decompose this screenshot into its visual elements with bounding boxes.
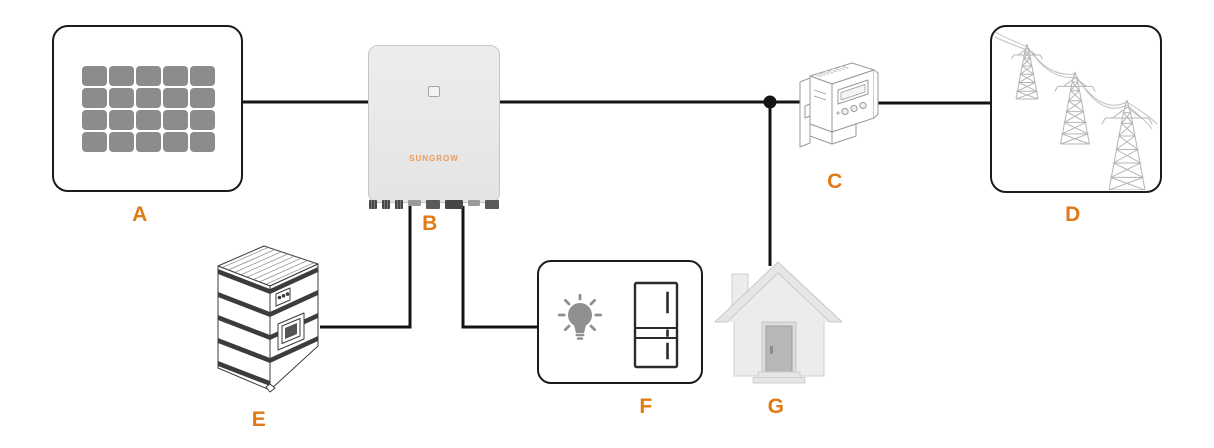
solar-cell: [163, 132, 188, 152]
solar-cell: [136, 88, 161, 108]
utility-grid-icon: [994, 31, 1158, 190]
connector-icon: [369, 200, 378, 209]
light-bulb-icon: [557, 294, 603, 340]
inverter-connectors: [369, 200, 500, 209]
label-loads: F: [639, 395, 653, 418]
solar-cell: [190, 110, 215, 130]
house-icon: [714, 261, 843, 384]
solar-cell: [136, 132, 161, 152]
solar-cell: [82, 110, 107, 130]
inverter-display-icon: [428, 86, 440, 97]
loads-box: [537, 260, 703, 384]
connector-icon: [467, 200, 481, 206]
solar-cell: [109, 110, 134, 130]
connector-icon: [444, 200, 463, 209]
solar-cell: [190, 66, 215, 86]
utility-grid-box: [990, 25, 1162, 193]
wire-inverter-battery: [320, 206, 412, 329]
wire-inverter-loads: [461, 206, 538, 329]
pv-array-box: [52, 25, 243, 192]
battery-icon: [217, 245, 319, 393]
solar-cell: [163, 110, 188, 130]
solar-cell: [136, 66, 161, 86]
label-grid: D: [1065, 203, 1081, 226]
energy-meter-icon: [799, 62, 879, 148]
connector-icon: [408, 200, 422, 206]
connector-icon: [426, 200, 440, 209]
refrigerator-icon: [633, 281, 679, 369]
solar-cell: [136, 110, 161, 130]
connector-icon: [382, 200, 391, 209]
label-battery: E: [251, 408, 267, 431]
label-inverter: B: [422, 212, 438, 235]
connector-icon: [395, 200, 404, 209]
solar-cell: [163, 66, 188, 86]
inverter-logo: SUNGROW: [409, 154, 459, 163]
solar-cell: [190, 88, 215, 108]
inverter: SUNGROW: [368, 45, 500, 209]
solar-cell: [109, 132, 134, 152]
solar-cell: [82, 132, 107, 152]
solar-panel-grid: [82, 66, 215, 152]
solar-cell: [82, 88, 107, 108]
solar-cell: [190, 132, 215, 152]
solar-cell: [109, 66, 134, 86]
solar-cell: [163, 88, 188, 108]
junction-dot: [763, 95, 777, 109]
connector-icon: [485, 200, 500, 209]
solar-cell: [109, 88, 134, 108]
label-pv: A: [132, 203, 148, 226]
label-meter: C: [827, 170, 843, 193]
solar-cell: [82, 66, 107, 86]
label-house: G: [767, 395, 785, 418]
